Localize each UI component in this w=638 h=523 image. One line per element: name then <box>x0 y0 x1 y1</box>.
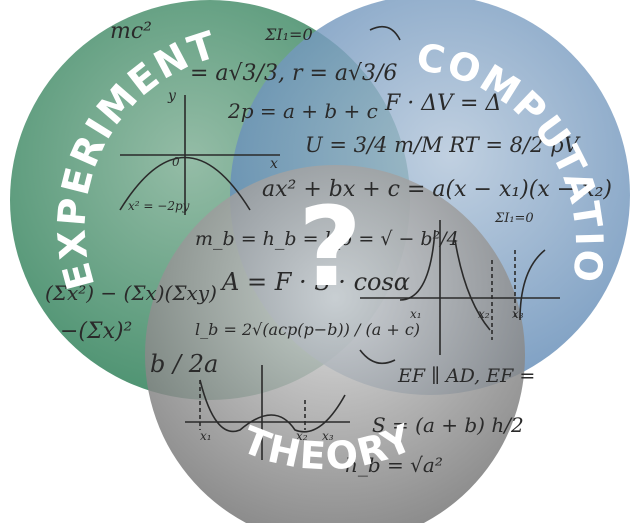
x1-label: x₁ <box>200 429 212 443</box>
formula-text: −(Σx)² <box>60 319 132 344</box>
formula-text: S = (a + b) h/2 <box>372 413 524 437</box>
parabola-plot: y 0 x <box>119 88 280 215</box>
formula-text: = a√3/3, r = a√3/6 <box>190 61 397 86</box>
formula-text: U = 3/4 m/M RT = 8/2 pV <box>305 133 581 157</box>
formula-text: ax² + bx + c = a(x − x₁)(x − x₂) <box>262 177 612 202</box>
question-mark: ? <box>298 183 362 311</box>
formula-text: F · ΔV = Δ <box>384 91 501 116</box>
formula-text: ΣI₁=0 <box>494 211 534 226</box>
formula-text: mc² <box>110 19 152 44</box>
swirl-arrow <box>359 349 396 365</box>
formula-text: (Σx²) − (Σx)(Σxy) <box>45 281 217 305</box>
hyperbola-plot: x₁ x₂ x₃ <box>360 220 560 355</box>
formula-text: m_b = h_b = l_b = √ − b²/4 <box>195 228 459 250</box>
formula-text: b / 2a <box>150 350 218 378</box>
axis-y-label: y <box>167 88 177 104</box>
x1-label: x₁ <box>410 307 422 321</box>
formula-layer: mc² ΣI₁=0 = a√3/3, r = a√3/6 2p = a + b … <box>45 19 612 477</box>
axis-origin-label: 0 <box>172 155 180 169</box>
formula-text: l_b = 2√(acp(p−b)) / (a + c) <box>195 320 420 339</box>
formula-text: ΣI₁=0 <box>264 25 313 44</box>
x2-label: x₂ <box>478 307 490 321</box>
cubic-plot: x₁ x₂ x₃ <box>185 365 350 460</box>
axis-x-label: x <box>270 156 278 172</box>
formula-text: h_b = √a² <box>345 453 443 477</box>
formula-text: EF ∥ AD, EF = <box>397 365 535 387</box>
formula-text: x² = −2py <box>128 199 190 213</box>
x3-label: x₃ <box>322 429 334 443</box>
x2-label: x₂ <box>296 429 308 443</box>
swirl-arrow <box>369 25 401 41</box>
x3-label: x₃ <box>512 307 524 321</box>
formula-text: 2p = a + b + c <box>227 99 378 123</box>
formula-text: A = F · S · cosα <box>220 268 410 296</box>
theory-circle <box>145 165 525 523</box>
